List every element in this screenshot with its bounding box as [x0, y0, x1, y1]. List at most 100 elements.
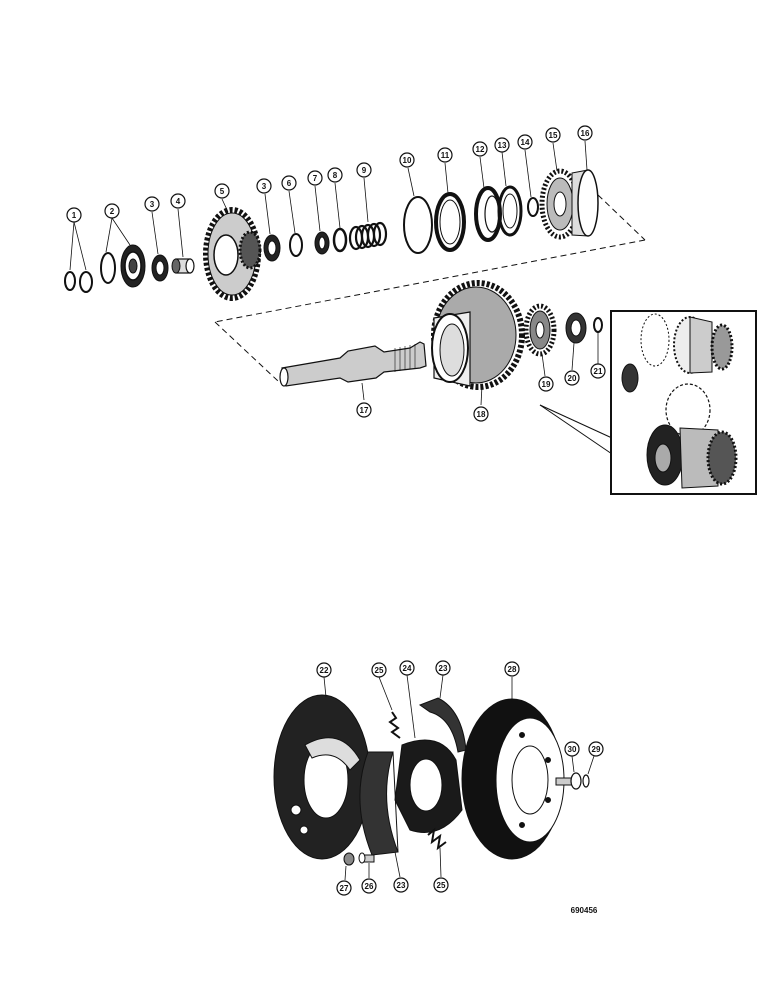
- leader-3: [151, 211, 159, 255]
- leader-2b: [111, 217, 131, 246]
- callout-12: 12: [472, 141, 488, 157]
- callout-25a: 25: [371, 662, 387, 678]
- callout-14: 14: [517, 134, 533, 150]
- callout-15: 15: [545, 127, 561, 143]
- callout-18: 18: [473, 406, 489, 422]
- callout-3b-label: 3: [262, 182, 267, 191]
- leader-18: [480, 384, 483, 406]
- callout-1: 1: [66, 207, 82, 223]
- part-14-snap-ring: [527, 197, 539, 217]
- leader-15: [552, 142, 558, 172]
- callout-19-label: 19: [542, 380, 551, 389]
- inset-assembled-gears: [621, 313, 738, 489]
- leader-3b: [264, 193, 271, 235]
- callout-16-label: 16: [581, 129, 590, 138]
- leader-13: [501, 151, 507, 187]
- callout-23b-label: 23: [397, 881, 406, 890]
- leader-20: [571, 342, 575, 371]
- callout-23a: 23: [435, 660, 451, 676]
- leader-30: [571, 755, 575, 773]
- assembly-guide-lines: [214, 194, 646, 382]
- part-18-ring-gear: [431, 280, 525, 390]
- part-25-spring-upper: [388, 711, 401, 739]
- leader-12: [479, 156, 485, 189]
- callout-11-label: 11: [441, 151, 450, 160]
- part-9-spring: [348, 221, 388, 251]
- leader-1b: [73, 221, 87, 271]
- part-10-snap-ring: [403, 196, 433, 254]
- part-11-ring: [434, 192, 466, 252]
- callout-20-label: 20: [568, 374, 577, 383]
- leader-2a: [105, 217, 113, 253]
- part-30-bolt: [555, 772, 582, 790]
- callout-28-label: 28: [508, 665, 517, 674]
- callout-30-label: 30: [568, 745, 577, 754]
- part-2-bearing: [100, 244, 146, 288]
- part-21-snap-ring: [593, 317, 603, 333]
- callout-29: 29: [588, 741, 604, 757]
- callout-6-label: 6: [287, 179, 292, 188]
- callout-25a-label: 25: [375, 666, 384, 675]
- callout-29-label: 29: [592, 745, 601, 754]
- callout-25b-label: 25: [437, 881, 446, 890]
- callout-28: 28: [504, 661, 520, 677]
- callout-9-label: 9: [362, 166, 367, 175]
- part-19-pinion: [523, 303, 557, 357]
- callout-10: 10: [399, 152, 415, 168]
- callout-17: 17: [356, 402, 372, 418]
- callout-11: 11: [437, 147, 453, 163]
- part-29-washer: [582, 774, 590, 788]
- part-5-large-gear: [203, 207, 262, 301]
- part-1-snap-rings: [64, 271, 93, 293]
- leader-5: [221, 198, 229, 213]
- leader-14: [524, 149, 532, 198]
- part-24-cam-plate: [394, 739, 463, 833]
- callout-16: 16: [577, 125, 593, 141]
- upper-gear-assembly: [64, 140, 757, 495]
- part-7-ring: [314, 231, 330, 255]
- part-3-bearing-cone: [151, 254, 169, 282]
- part-4-bushing: [171, 258, 195, 274]
- callout-21-label: 21: [594, 367, 603, 376]
- callout-5-label: 5: [220, 187, 225, 196]
- leader-27: [344, 865, 347, 881]
- part-22-backing-plate: [273, 694, 371, 860]
- part-6-snap-ring: [289, 233, 303, 257]
- part-26-bolt: [358, 852, 375, 864]
- part-20-bearing: [565, 312, 587, 344]
- callout-6: 6: [281, 175, 297, 191]
- callout-22: 22: [316, 662, 332, 678]
- callout-9: 9: [356, 162, 372, 178]
- lower-brake-assembly: [273, 674, 595, 881]
- leader-29: [587, 755, 595, 775]
- callout-26-label: 26: [365, 882, 374, 891]
- callout-18-label: 18: [477, 410, 486, 419]
- leader-11: [444, 162, 449, 194]
- upper-callouts: 1 2 3 4 5 3 6 7 8 9 10 11 12 13 14 15 16…: [66, 125, 606, 422]
- leader-1a: [69, 221, 75, 271]
- callout-23a-label: 23: [439, 664, 448, 673]
- callout-25b: 25: [433, 877, 449, 893]
- part-16-sleeve: [571, 169, 599, 237]
- callout-7: 7: [307, 170, 323, 186]
- leader-25b: [439, 847, 442, 878]
- part-23-brake-shoe-lower: [359, 751, 399, 856]
- leader-19: [541, 353, 546, 377]
- lower-callouts: 22 25 24 23 28 30 29 27 26 23 25: [316, 660, 604, 896]
- callout-4-label: 4: [176, 197, 181, 206]
- callout-27-label: 27: [340, 884, 349, 893]
- callout-13: 13: [494, 137, 510, 153]
- leader-24: [406, 674, 416, 739]
- callout-17-label: 17: [360, 406, 369, 415]
- callout-8-label: 8: [333, 171, 338, 180]
- callout-26: 26: [361, 878, 377, 894]
- leader-25a: [378, 676, 393, 711]
- callout-1-label: 1: [72, 211, 77, 220]
- part-27-nut: [343, 852, 355, 866]
- part-8-washer: [332, 227, 348, 253]
- callout-4: 4: [170, 193, 186, 209]
- leader-10: [407, 167, 415, 197]
- callout-3: 3: [144, 196, 160, 212]
- leader-16: [584, 140, 588, 171]
